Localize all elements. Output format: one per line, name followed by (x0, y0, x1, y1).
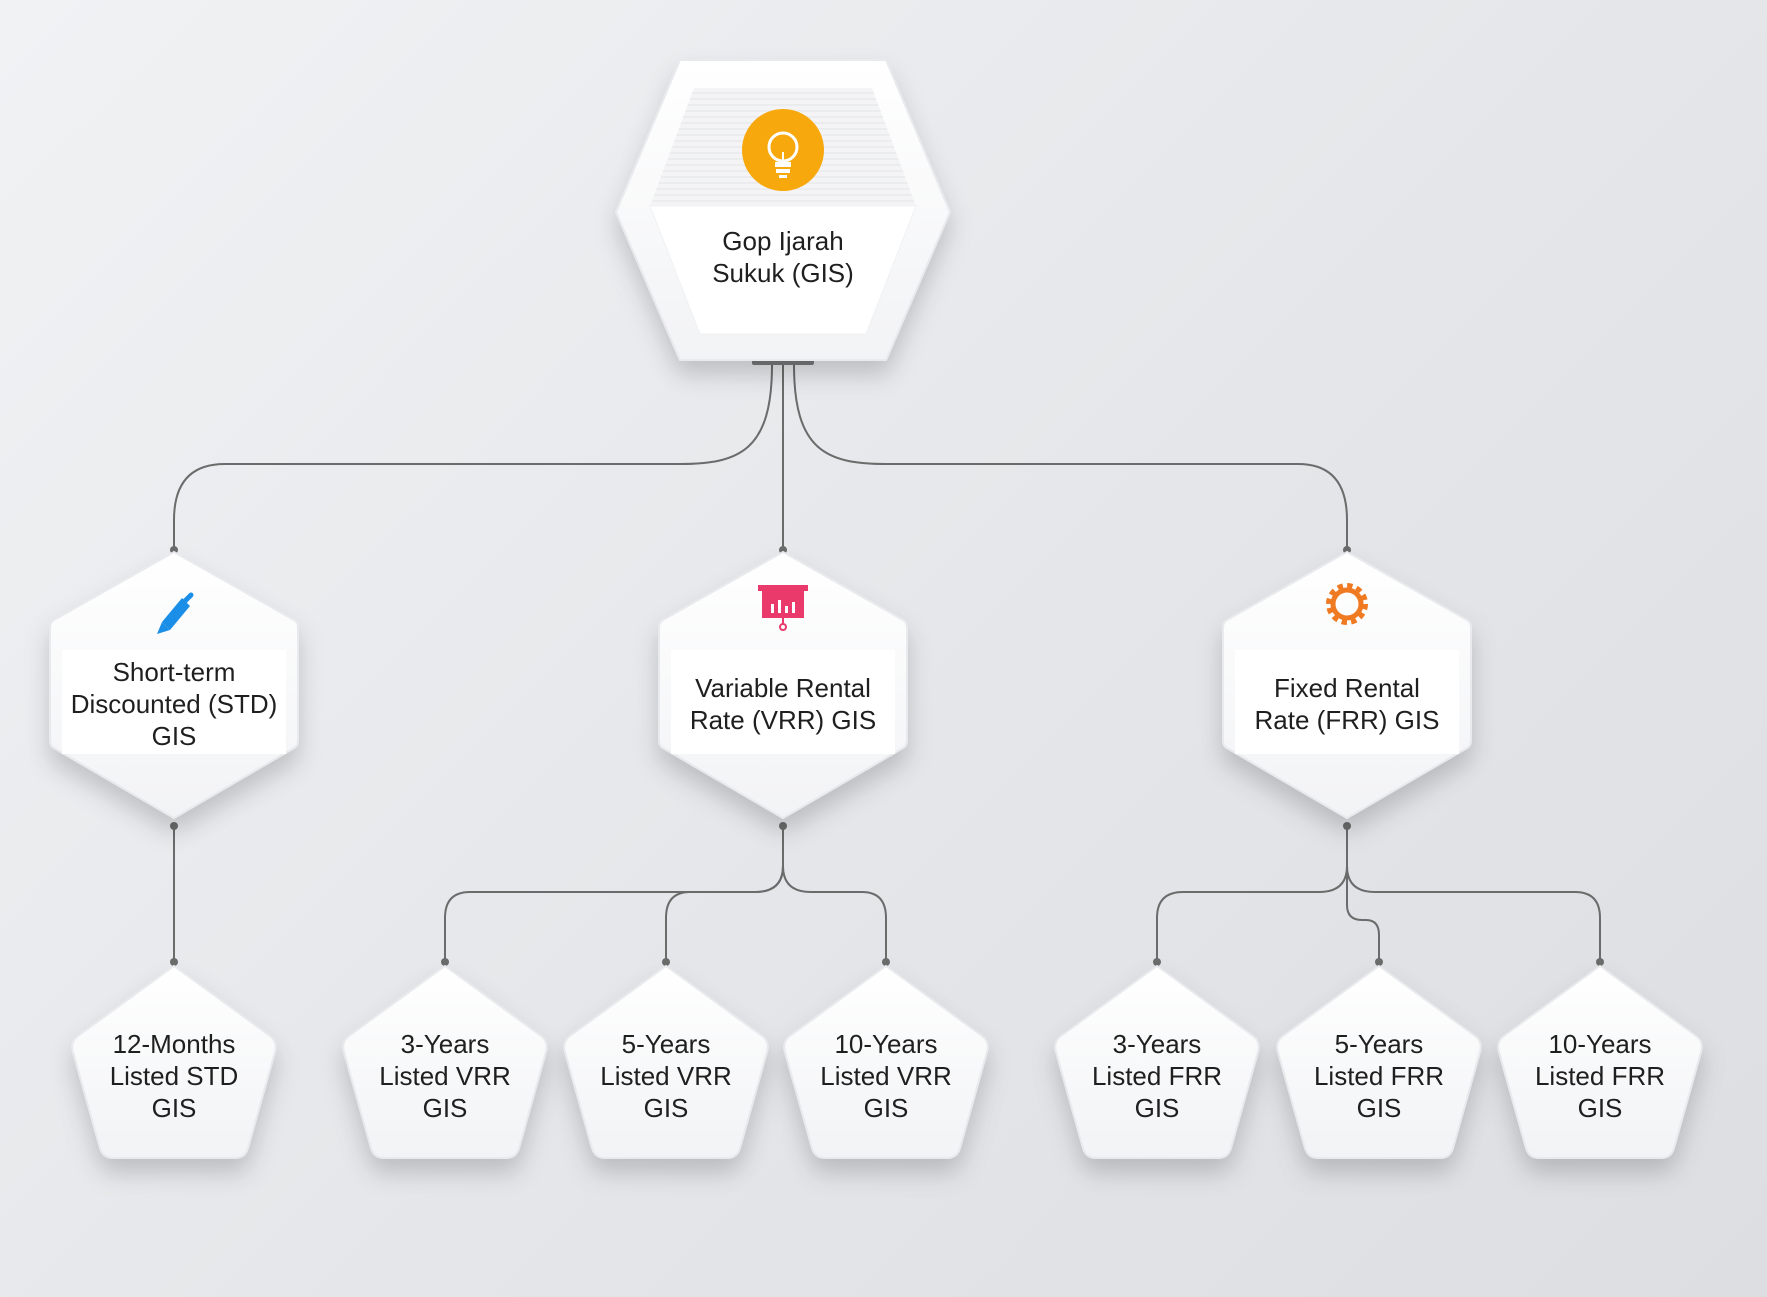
presentation-chart-icon (758, 585, 808, 631)
branch-node-std (49, 550, 299, 820)
branch-label-frr: Fixed Rental Rate (FRR) GIS (1254, 673, 1440, 735)
branch-label-vrr: Variable Rental Rate (VRR) GIS (689, 673, 877, 735)
root-node (615, 59, 951, 361)
leaf-label-vrr-3y: 3-Years Listed VRR GIS (379, 1029, 511, 1123)
leaf-node-frr-5y (1276, 964, 1482, 1159)
branch-nodes (49, 550, 1472, 820)
root-label: Gop Ijarah Sukuk (GIS) (712, 226, 854, 288)
leaf-node-std-12m (71, 964, 277, 1159)
gear-icon (1326, 583, 1368, 625)
leaf-label-frr-5y: 5-Years Listed FRR GIS (1313, 1029, 1445, 1123)
branch-node-vrr (658, 550, 908, 820)
branch-label-std: Short-term Discounted (STD) GIS (70, 657, 278, 751)
pencil-icon (157, 592, 194, 634)
leaf-label-vrr-5y: 5-Years Listed VRR GIS (600, 1029, 732, 1123)
leaf-node-vrr-5y (563, 964, 769, 1159)
leaf-label-std-12m: 12-Months Listed STD GIS (109, 1029, 239, 1123)
branch-node-frr (1222, 550, 1472, 820)
leaf-node-vrr-3y (342, 964, 548, 1159)
leaf-node-frr-10y (1497, 964, 1703, 1159)
lightbulb-icon (742, 109, 824, 191)
leaf-label-frr-3y: 3-Years Listed FRR GIS (1091, 1029, 1223, 1123)
connector-lines (170, 359, 1604, 966)
leaf-nodes (71, 964, 1703, 1159)
leaf-node-frr-3y (1054, 964, 1260, 1159)
leaf-node-vrr-10y (783, 964, 989, 1159)
leaf-label-frr-10y: 10-Years Listed FRR GIS (1534, 1029, 1666, 1123)
leaf-label-vrr-10y: 10-Years Listed VRR GIS (820, 1029, 952, 1123)
